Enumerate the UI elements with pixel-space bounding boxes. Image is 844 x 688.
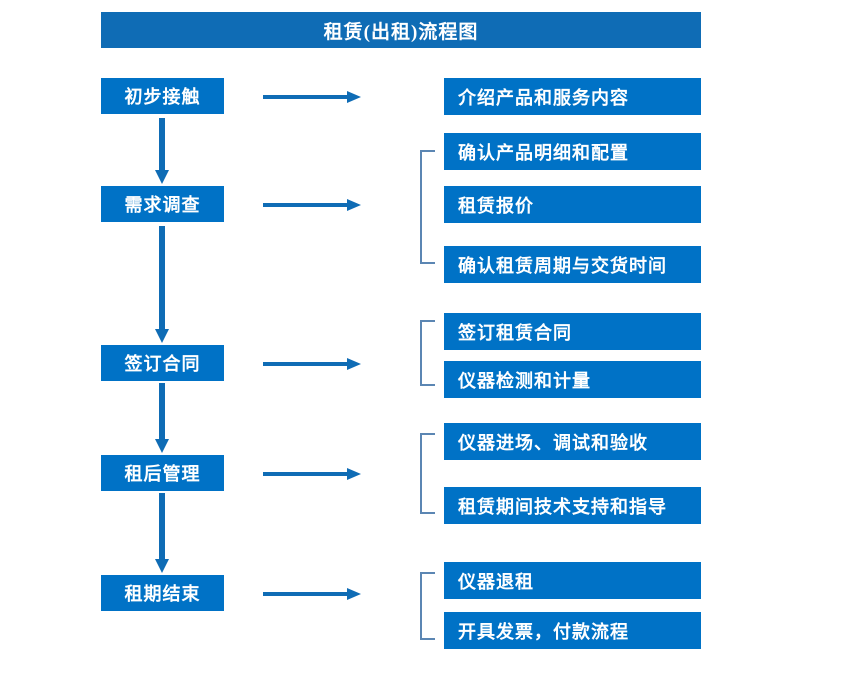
detail-box-7[interactable]: 仪器进场、调试和验收: [444, 423, 701, 460]
arrow-right-icon-3: [263, 357, 361, 370]
detail-box-4[interactable]: 确认租赁周期与交货时间: [444, 246, 701, 283]
arrow-down-icon-3: [155, 383, 169, 453]
detail-box-5[interactable]: 签订租赁合同: [444, 313, 701, 350]
page-title: 租赁(出租)流程图: [101, 12, 701, 48]
arrow-down-icon-2: [155, 226, 169, 343]
stage-box-5[interactable]: 租期结束: [101, 575, 224, 611]
group-bracket-3: [420, 320, 435, 386]
detail-box-9[interactable]: 仪器退租: [444, 562, 701, 599]
detail-box-8[interactable]: 租赁期间技术支持和指导: [444, 487, 701, 524]
stage-box-2[interactable]: 需求调查: [101, 186, 224, 222]
arrow-down-icon-1: [155, 118, 169, 184]
arrow-right-icon-2: [263, 198, 361, 211]
detail-box-1[interactable]: 介绍产品和服务内容: [444, 78, 701, 115]
group-bracket-4: [420, 433, 435, 514]
arrow-down-icon-4: [155, 493, 169, 573]
detail-box-6[interactable]: 仪器检测和计量: [444, 361, 701, 398]
stage-box-1[interactable]: 初步接触: [101, 78, 224, 114]
stage-box-4[interactable]: 租后管理: [101, 455, 224, 491]
arrow-right-icon-4: [263, 467, 361, 480]
detail-box-2[interactable]: 确认产品明细和配置: [444, 133, 701, 170]
arrow-right-icon-1: [263, 90, 361, 103]
detail-box-3[interactable]: 租赁报价: [444, 186, 701, 223]
detail-box-10[interactable]: 开具发票，付款流程: [444, 612, 701, 649]
stage-box-3[interactable]: 签订合同: [101, 345, 224, 381]
group-bracket-5: [420, 572, 435, 640]
arrow-right-icon-5: [263, 587, 361, 600]
group-bracket-2: [420, 150, 435, 264]
